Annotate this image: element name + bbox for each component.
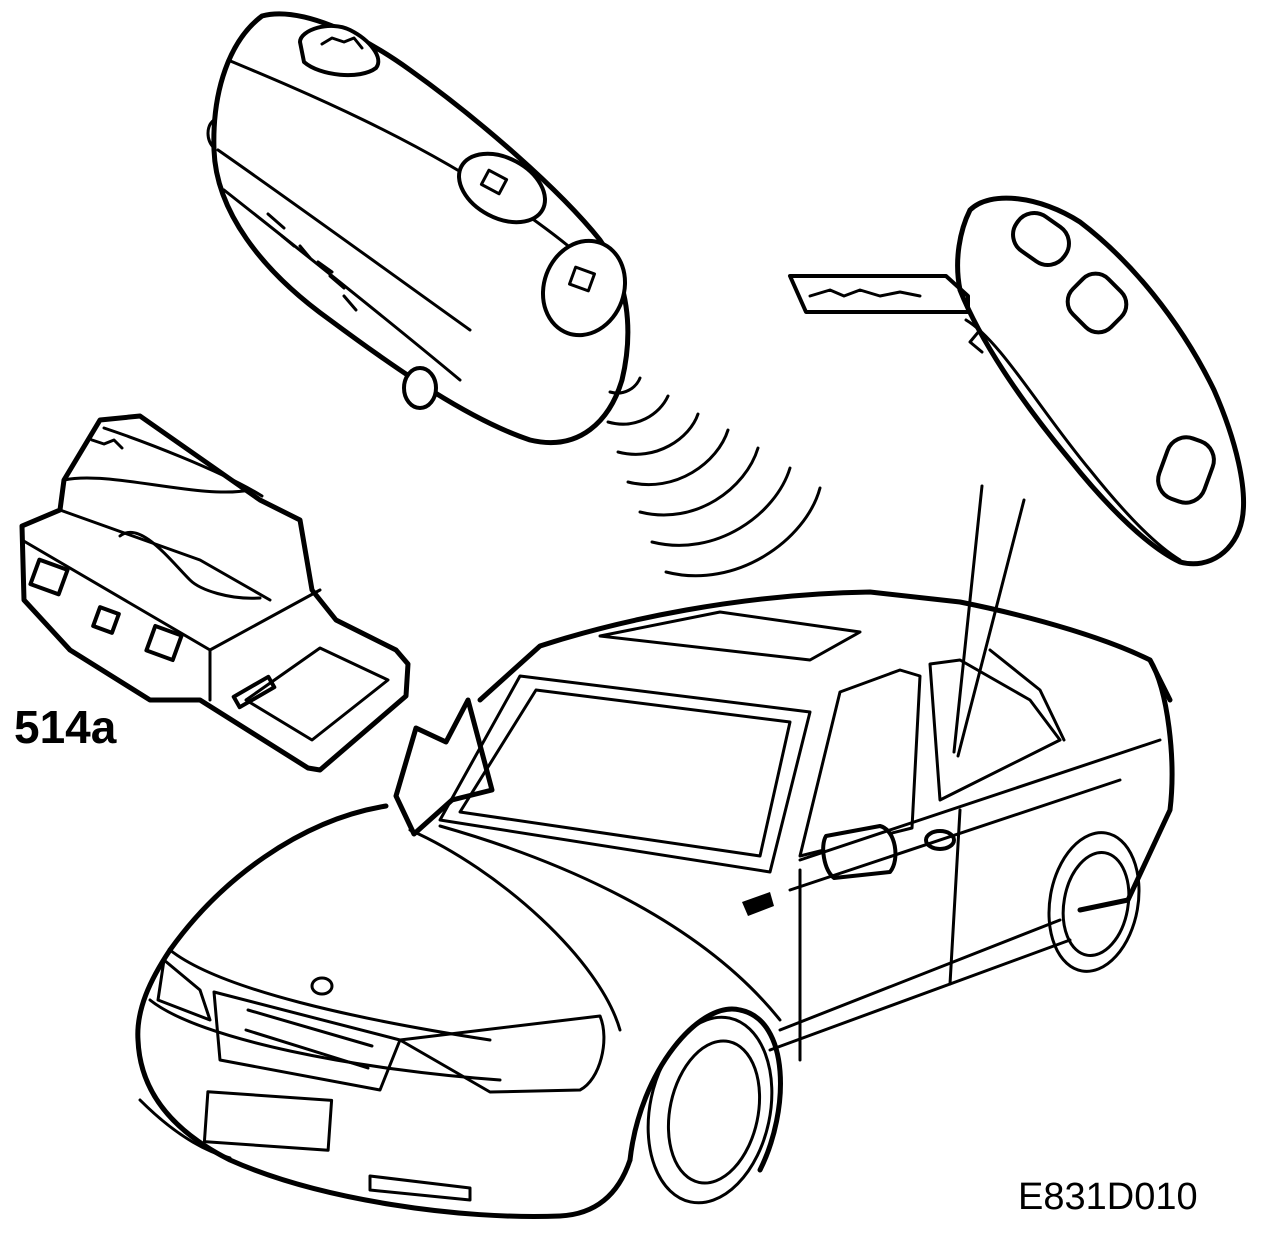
figure-code-label: E831D010 — [1018, 1176, 1198, 1218]
part-number-label: 514a — [14, 701, 117, 753]
front-wheel — [646, 1015, 774, 1205]
hood-button-icon — [298, 24, 381, 78]
right-headlight — [398, 1014, 606, 1094]
rear-wheel — [1047, 831, 1141, 973]
windshield — [438, 674, 812, 874]
remote-key-fob — [206, 11, 631, 445]
car-illustration — [135, 589, 1175, 1219]
rear-door-window — [928, 658, 1062, 802]
license-plate — [202, 1090, 334, 1152]
sunroof — [598, 610, 862, 662]
side-marker — [742, 892, 774, 916]
grille — [212, 990, 402, 1092]
radio-waves-icon — [606, 376, 822, 578]
pointer-lines — [952, 484, 1026, 758]
front-door-window — [798, 668, 922, 858]
hood-emblem — [310, 976, 334, 996]
side-mirror — [821, 824, 898, 880]
switch-part-514a — [19, 413, 411, 773]
folding-key — [788, 195, 1247, 567]
fob-ring-icon — [402, 366, 438, 410]
left-headlight — [156, 958, 212, 1022]
